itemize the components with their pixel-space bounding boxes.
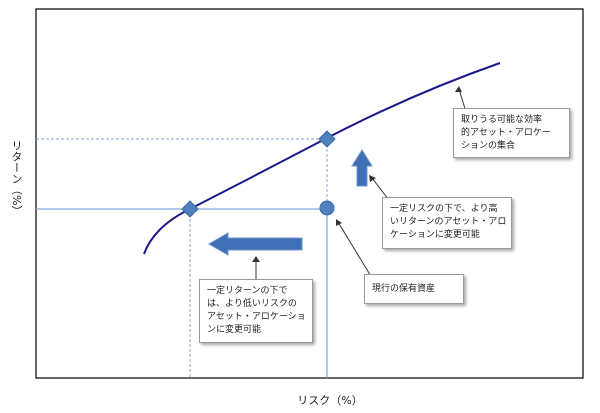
callout-current-holdings: 現行の保有資産	[364, 274, 464, 304]
callout-line: は、より低いリスクの	[207, 299, 297, 309]
callout-line: 一定リスクの下で、より高	[390, 204, 498, 214]
y-axis-label: リターン（%）	[10, 140, 23, 217]
callout-line: 取りうる可能な効率	[461, 115, 543, 125]
arrow-up-icon	[351, 149, 373, 187]
leader-current	[337, 221, 373, 279]
callout-line: ケーションに変更可能	[390, 230, 480, 240]
callout-line: 一定リターンの下で	[207, 286, 288, 296]
leader-lower-risk-head	[252, 256, 260, 262]
callout-line: ンに変更可能	[207, 325, 262, 335]
callout-lower-risk: 一定リターンの下で は、より低いリスクの アセット・アロケーショ ンに変更可能	[199, 279, 313, 343]
callout-line: いリターンのアセット・アロ	[390, 217, 507, 227]
arrow-left-icon	[208, 232, 303, 256]
efficient-frontier-curve	[143, 62, 501, 255]
leader-higher-return-head	[369, 175, 376, 182]
callout-line: アセット・アロケーショ	[207, 312, 306, 322]
current-holdings-point	[319, 200, 335, 216]
callout-line: ションの集合	[461, 141, 516, 151]
x-axis-label: リスク（%）	[297, 394, 363, 407]
callout-higher-return: 一定リスクの下で、より高 いリターンのアセット・アロ ケーションに変更可能	[382, 197, 512, 249]
callout-line: 的アセット・アロケー	[461, 128, 551, 138]
frontier-point-higher-return	[318, 130, 336, 148]
callout-efficient-frontier: 取りうる可能な効率 的アセット・アロケー ションの集合	[453, 108, 570, 158]
plot-frame	[35, 8, 584, 379]
callout-line: 現行の保有資産	[372, 284, 436, 294]
leader-current-head	[336, 219, 342, 226]
frontier-point-lower-risk	[181, 200, 199, 218]
leader-frontier-head	[455, 86, 462, 92]
